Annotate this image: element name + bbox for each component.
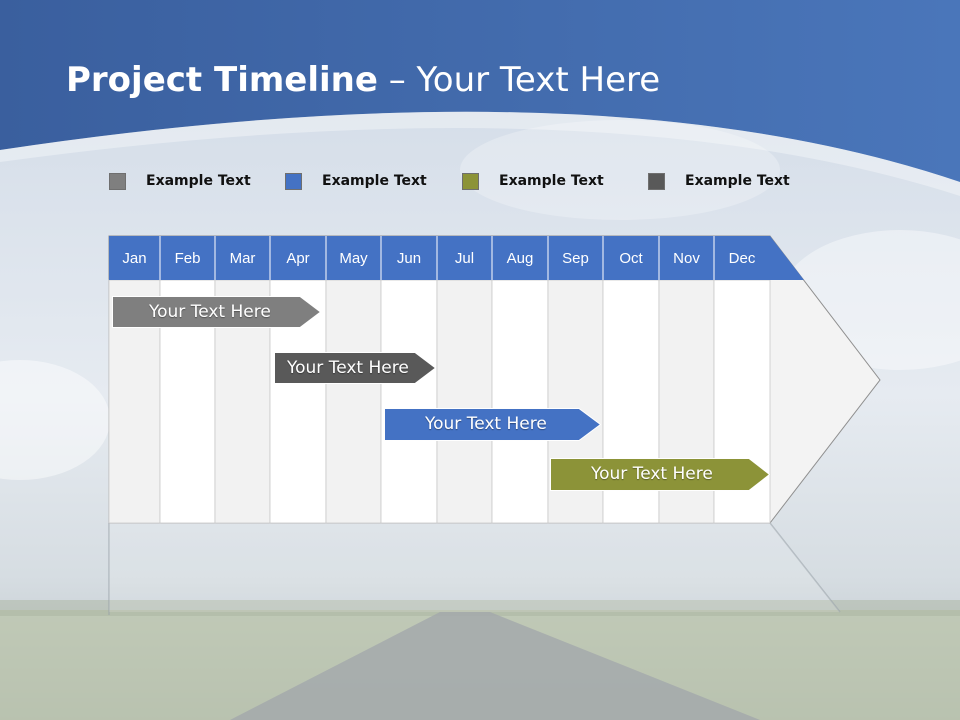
month-label-mar: Mar: [229, 250, 256, 267]
month-header-dividers: [159, 236, 715, 280]
task-arrow-shape: [550, 458, 770, 491]
month-label-feb: Feb: [174, 250, 201, 267]
month-label-nov: Nov: [673, 250, 700, 267]
legend-item-3: Example Text: [462, 170, 604, 192]
month-label-dec: Dec: [728, 250, 756, 267]
month-label-aug: Aug: [506, 250, 534, 267]
month-label-apr: Apr: [286, 250, 310, 267]
task-label: Your Text Here: [591, 464, 713, 484]
reflection-edge-right: [769, 522, 841, 613]
task-arrow-shape: [112, 296, 321, 328]
task-label: Your Text Here: [425, 414, 547, 434]
legend-item-1: Example Text: [109, 170, 251, 192]
timeline-reflection: [108, 522, 841, 615]
month-label-jan: Jan: [122, 250, 147, 267]
legend-swatch: [285, 172, 302, 190]
task-bar-1[interactable]: Your Text Here: [112, 296, 321, 328]
legend-label: Example Text: [322, 173, 427, 189]
legend-item-2: Example Text: [285, 170, 427, 192]
month-label-jul: Jul: [454, 250, 475, 267]
task-label: Your Text Here: [149, 302, 271, 322]
month-label-jun: Jun: [396, 250, 422, 267]
page-title: Project Timeline – Your Text Here: [66, 60, 660, 100]
reflection-fill: [109, 523, 840, 612]
legend-swatch: [462, 172, 479, 190]
month-label-may: May: [339, 250, 368, 267]
month-label-sep: Sep: [562, 250, 589, 267]
legend-label: Example Text: [499, 173, 604, 189]
month-header-bar: [109, 236, 804, 280]
task-label: Your Text Here: [287, 358, 409, 378]
legend-label: Example Text: [685, 173, 790, 189]
title-rest: – Your Text Here: [377, 60, 661, 100]
month-label-oct: Oct: [619, 250, 643, 267]
task-bar-4[interactable]: Your Text Here: [550, 458, 770, 491]
task-bar-3[interactable]: Your Text Here: [384, 408, 601, 441]
legend-item-4: Example Text: [648, 170, 790, 192]
legend-label: Example Text: [146, 173, 251, 189]
month-column-jul: [436, 279, 493, 524]
title-bold: Project Timeline: [66, 60, 378, 100]
task-bar-2[interactable]: Your Text Here: [274, 352, 436, 384]
month-column-jun: [380, 279, 438, 524]
legend-swatch: [109, 172, 126, 190]
task-arrow-shape: [274, 352, 436, 384]
month-column-may: [325, 279, 382, 524]
legend-swatch: [648, 172, 665, 190]
month-column-aug: [491, 279, 549, 524]
task-arrow-shape: [384, 408, 601, 441]
